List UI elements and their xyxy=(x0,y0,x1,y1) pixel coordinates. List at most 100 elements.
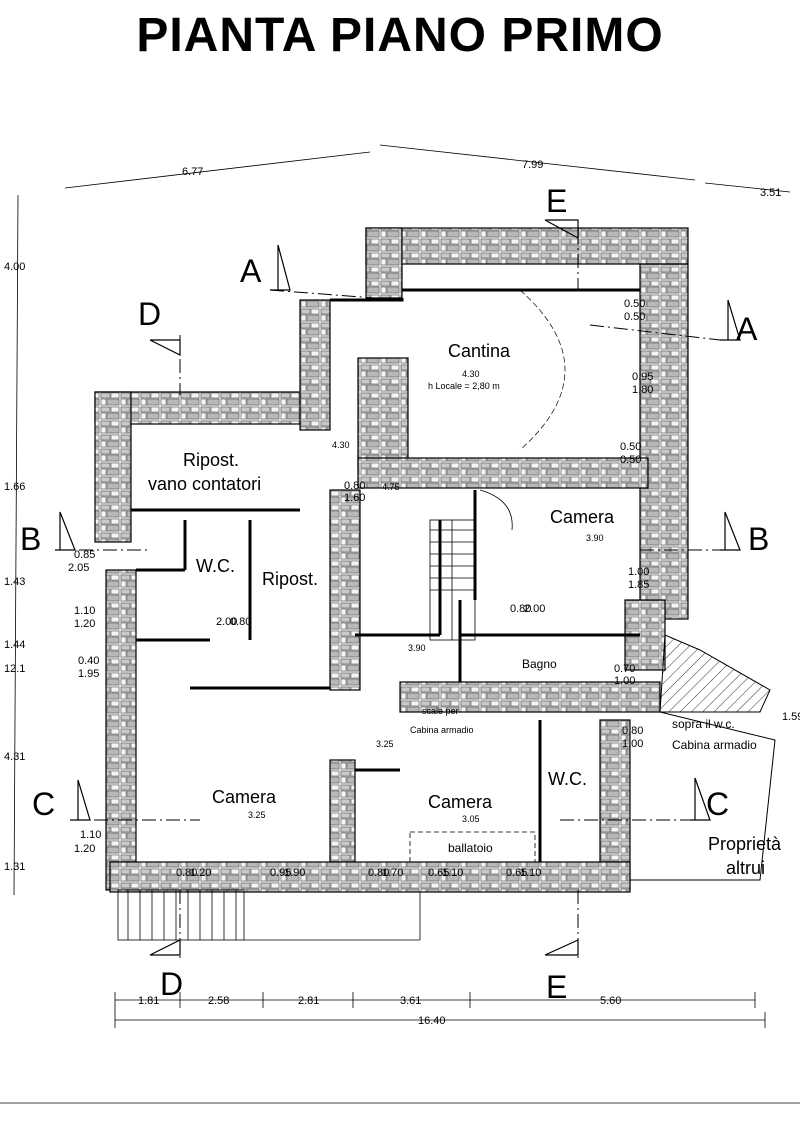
label-scale-cabina: Cabina armadio xyxy=(410,725,474,735)
section-c-left: C xyxy=(32,786,55,822)
svg-text:0.50: 0.50 xyxy=(624,311,645,323)
svg-text:0.80: 0.80 xyxy=(368,867,389,879)
room-wc-2: W.C. xyxy=(548,769,587,789)
room-camera-sw: Camera xyxy=(212,787,277,807)
label-sopra-cabina: Cabina armadio xyxy=(672,738,757,752)
svg-text:0.50: 0.50 xyxy=(620,454,641,466)
svg-text:1.00: 1.00 xyxy=(614,675,635,687)
svg-text:2.00: 2.00 xyxy=(524,603,545,615)
neighbour-hatch xyxy=(659,634,771,713)
neighbour-boundary xyxy=(630,711,776,881)
label-scale-per: scale per xyxy=(422,706,459,716)
right-dim: 1.59 xyxy=(782,711,800,723)
svg-text:1.10: 1.10 xyxy=(442,867,463,879)
section-a-right: A xyxy=(736,311,758,347)
level-camera-s: 3.05 xyxy=(462,814,480,824)
svg-text:1.70: 1.70 xyxy=(382,867,403,879)
svg-text:0.40: 0.40 xyxy=(78,655,99,667)
section-e-top: E xyxy=(546,183,567,219)
left-dim-2: 1.66 xyxy=(4,481,25,493)
svg-text:0.70: 0.70 xyxy=(614,663,635,675)
svg-text:1.90: 1.90 xyxy=(284,867,305,879)
room-bagno: Bagno xyxy=(522,657,557,671)
room-ripost-contatori: Ripost. xyxy=(183,450,239,470)
svg-text:2.00: 2.00 xyxy=(216,616,237,628)
bottom-dim-1: 1.81 xyxy=(138,995,159,1007)
svg-text:1.20: 1.20 xyxy=(74,618,95,630)
room-cantina: Cantina xyxy=(448,341,511,361)
svg-text:0.95: 0.95 xyxy=(632,371,653,383)
left-dim-7: 12.1 xyxy=(4,663,25,675)
svg-text:0.50: 0.50 xyxy=(620,441,641,453)
label-proprieta: Proprietà xyxy=(708,834,782,854)
top-dim-2: 7.99 xyxy=(522,159,543,171)
svg-text:1.60: 1.60 xyxy=(344,492,365,504)
svg-text:0.80: 0.80 xyxy=(510,603,531,615)
section-markers xyxy=(55,219,741,956)
bottom-dim-total: 16.40 xyxy=(418,1015,446,1027)
bottom-dim-2: 2.58 xyxy=(208,995,229,1007)
label-ballatoio: ballatoio xyxy=(448,841,493,855)
section-a-left: A xyxy=(240,253,262,289)
left-dim-4: 1.44 xyxy=(4,639,25,651)
level-cantina: 4.30 xyxy=(462,369,480,379)
level-camera-sw: 3.25 xyxy=(248,810,266,820)
svg-text:1.00: 1.00 xyxy=(628,566,649,578)
svg-text:1.20: 1.20 xyxy=(190,867,211,879)
svg-text:1.10: 1.10 xyxy=(74,605,95,617)
label-sopra-wc: sopra il w.c. xyxy=(672,717,735,731)
svg-text:1.20: 1.20 xyxy=(74,843,95,855)
section-d-top: D xyxy=(138,296,161,332)
svg-text:0.80: 0.80 xyxy=(230,616,251,628)
cantina-height: h Locale = 2,80 m xyxy=(428,381,500,391)
level-marker: 4.75 xyxy=(382,482,400,492)
left-dimension-line xyxy=(13,194,19,896)
room-wc-1: W.C. xyxy=(196,556,235,576)
section-d-bottom: D xyxy=(160,966,183,1002)
door-swing-arc-2 xyxy=(479,489,513,531)
svg-text:0.95: 0.95 xyxy=(270,867,291,879)
section-b-right: B xyxy=(748,521,769,557)
svg-text:0.80: 0.80 xyxy=(176,867,197,879)
bottom-dim-3: 2.81 xyxy=(298,995,319,1007)
svg-text:0.85: 0.85 xyxy=(74,549,95,561)
svg-text:0.50: 0.50 xyxy=(624,298,645,310)
top-dimension-lines xyxy=(64,144,791,193)
label-altrui: altrui xyxy=(726,858,765,878)
svg-text:1.85: 1.85 xyxy=(628,579,649,591)
svg-text:1.95: 1.95 xyxy=(78,668,99,680)
svg-text:1.10: 1.10 xyxy=(520,867,541,879)
svg-text:0.65: 0.65 xyxy=(506,867,527,879)
svg-text:1.80: 1.80 xyxy=(632,384,653,396)
svg-text:0.65: 0.65 xyxy=(428,867,449,879)
svg-text:1.10: 1.10 xyxy=(80,829,101,841)
level-camera-ne: 3.90 xyxy=(586,533,604,543)
svg-text:0.80: 0.80 xyxy=(344,480,365,492)
bottom-dimension-lines xyxy=(0,992,800,1104)
section-c-right: C xyxy=(706,786,729,822)
left-dim-6: 1.31 xyxy=(4,861,25,873)
top-dim-3: 3.51 xyxy=(760,187,781,199)
section-b-left: B xyxy=(20,521,41,557)
ballatoio-outline xyxy=(409,831,536,863)
level-marker: 3.90 xyxy=(408,643,426,653)
bottom-dim-4: 3.61 xyxy=(400,995,421,1007)
bottom-dim-5: 5.60 xyxy=(600,995,621,1007)
room-ripost-contatori-b: vano contatori xyxy=(148,474,261,494)
room-camera-s: Camera xyxy=(428,792,493,812)
door-swing-arc xyxy=(519,289,566,451)
left-dim-5: 4.31 xyxy=(4,751,25,763)
staircase xyxy=(117,519,476,941)
section-e-bottom: E xyxy=(546,969,567,1005)
opening-dimensions: 0.50 0.50 0.95 1.80 0.50 0.50 0.80 1.60 … xyxy=(68,298,653,879)
level-marker: 4.30 xyxy=(332,440,350,450)
svg-text:2.05: 2.05 xyxy=(68,562,89,574)
svg-text:0.80: 0.80 xyxy=(622,725,643,737)
level-marker: 3.25 xyxy=(376,739,394,749)
page-title: PIANTA PIANO PRIMO xyxy=(136,9,664,62)
svg-text:1.00: 1.00 xyxy=(622,738,643,750)
left-dim-3: 1.43 xyxy=(4,576,25,588)
left-dim-1: 4.00 xyxy=(4,261,25,273)
stone-walls xyxy=(94,227,689,893)
